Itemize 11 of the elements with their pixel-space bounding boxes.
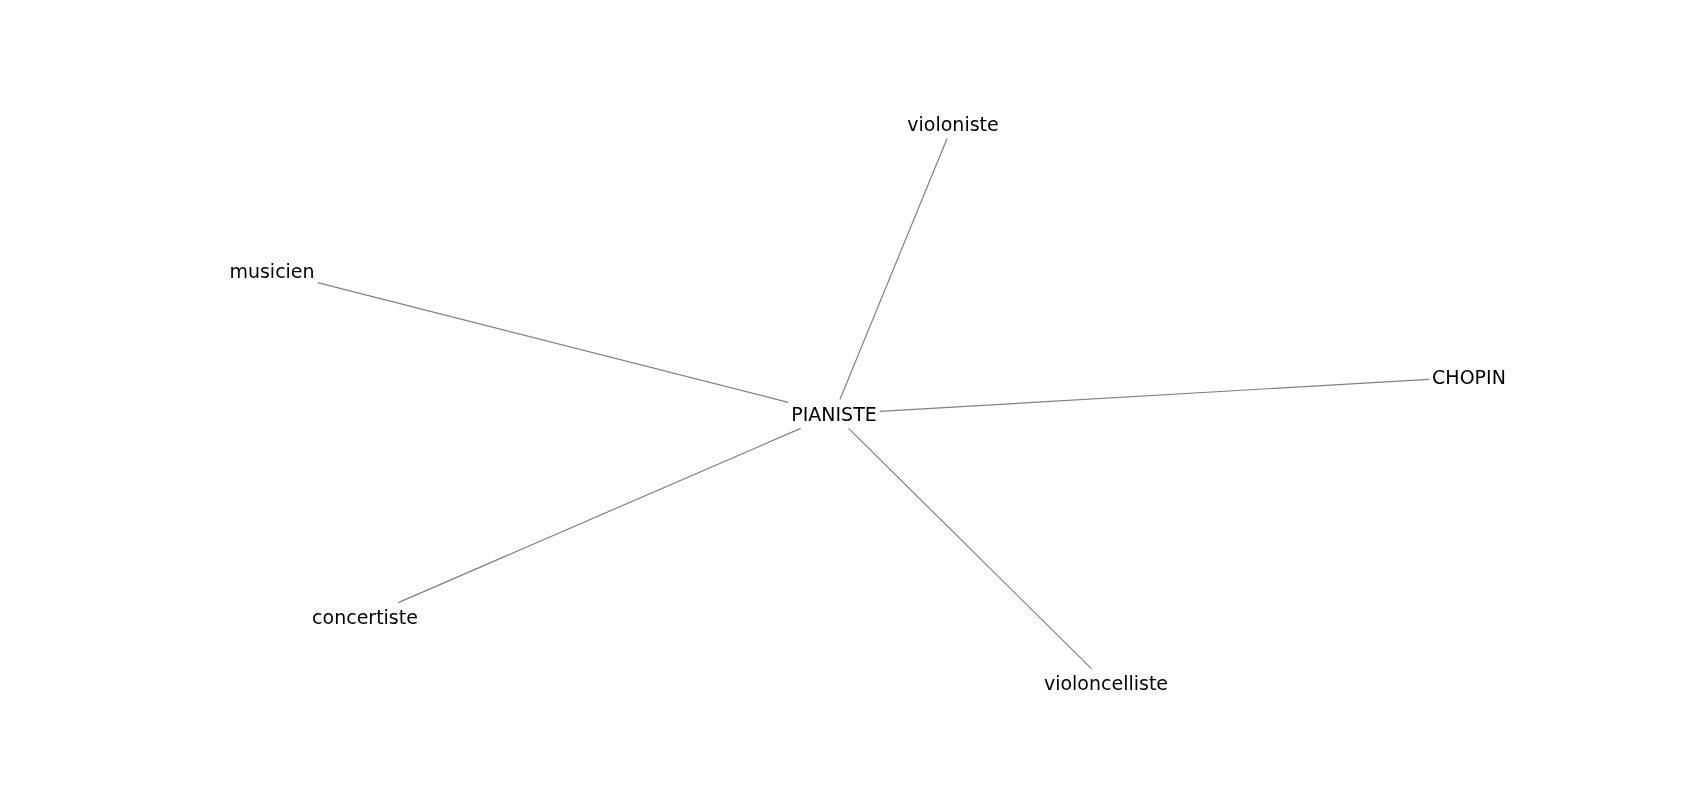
word-label: PIANISTE [791, 402, 877, 426]
connector-line [317, 282, 789, 403]
word-label: violoniste [907, 112, 999, 136]
word-label: violoncelliste [1043, 671, 1169, 695]
connector-line [847, 427, 1093, 670]
word-label: musicien [229, 259, 315, 283]
word-label: CHOPIN [1432, 365, 1506, 389]
word-label: concertiste [312, 605, 418, 629]
connector-line [397, 427, 802, 604]
connector-line [839, 137, 948, 401]
connector-line [879, 378, 1430, 412]
